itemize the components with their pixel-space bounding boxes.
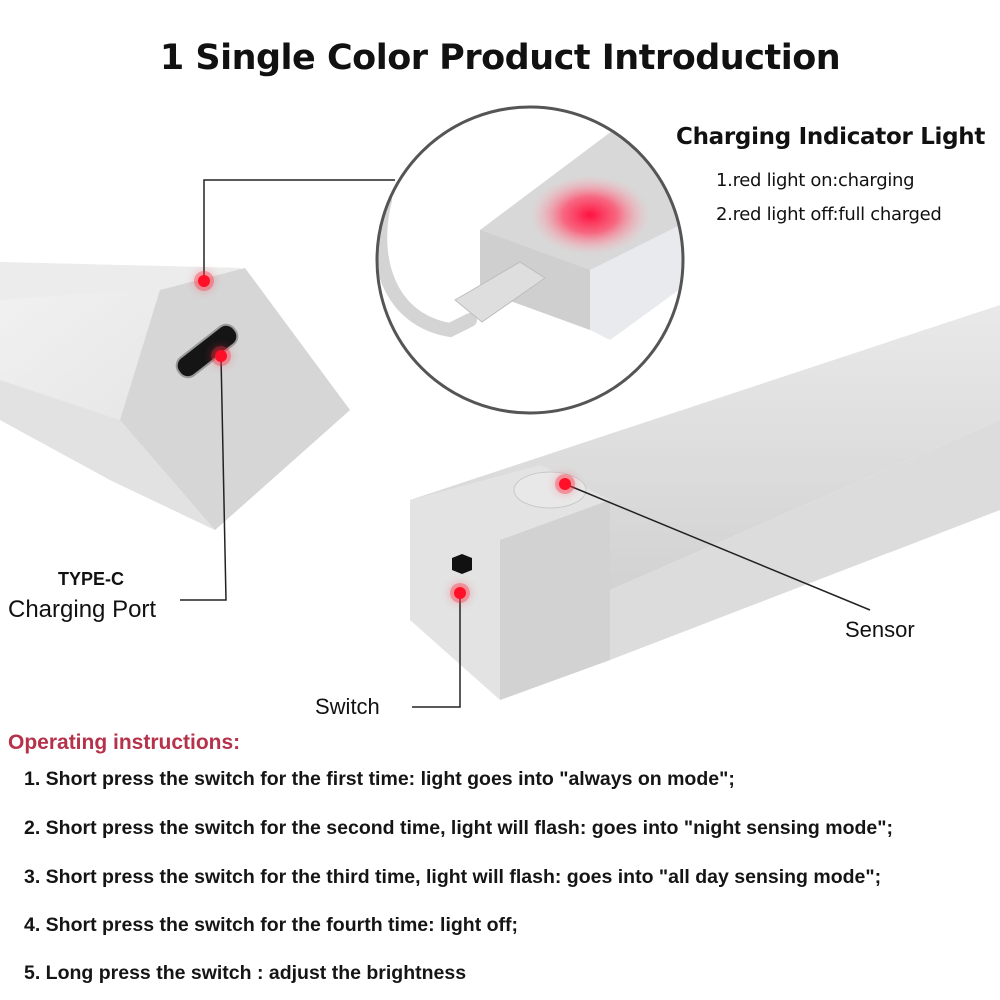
instruction-item: 5. Long press the switch : adjust the br… (24, 962, 467, 984)
type-c-label: TYPE-C (58, 569, 125, 589)
type-c-port-marker (215, 350, 227, 362)
charging-indicator-item-2: 2.red light off:full charged (716, 204, 942, 225)
charging-port-label: Charging Port (8, 596, 157, 623)
instruction-item: 4. Short press the switch for the fourth… (24, 914, 519, 936)
switch-label: Switch (315, 694, 380, 719)
zoom-detail-circle (375, 105, 685, 415)
instruction-item: 1. Short press the switch for the first … (24, 768, 735, 790)
charging-indicator-title: Charging Indicator Light (676, 124, 986, 150)
indicator-light-marker (198, 275, 210, 287)
sensor-marker (559, 478, 571, 490)
instruction-item: 3. Short press the switch for the third … (24, 866, 882, 888)
callout-lines (180, 179, 871, 708)
charging-indicator-item-1: 1.red light on:charging (716, 170, 915, 191)
operating-instructions-heading: Operating instructions: (8, 731, 241, 754)
page-title: 1 Single Color Product Introduction (159, 38, 841, 78)
switch-marker (454, 587, 466, 599)
sensor-label: Sensor (845, 617, 915, 642)
instruction-item: 2. Short press the switch for the second… (24, 817, 893, 839)
left-light-bar (0, 262, 350, 530)
